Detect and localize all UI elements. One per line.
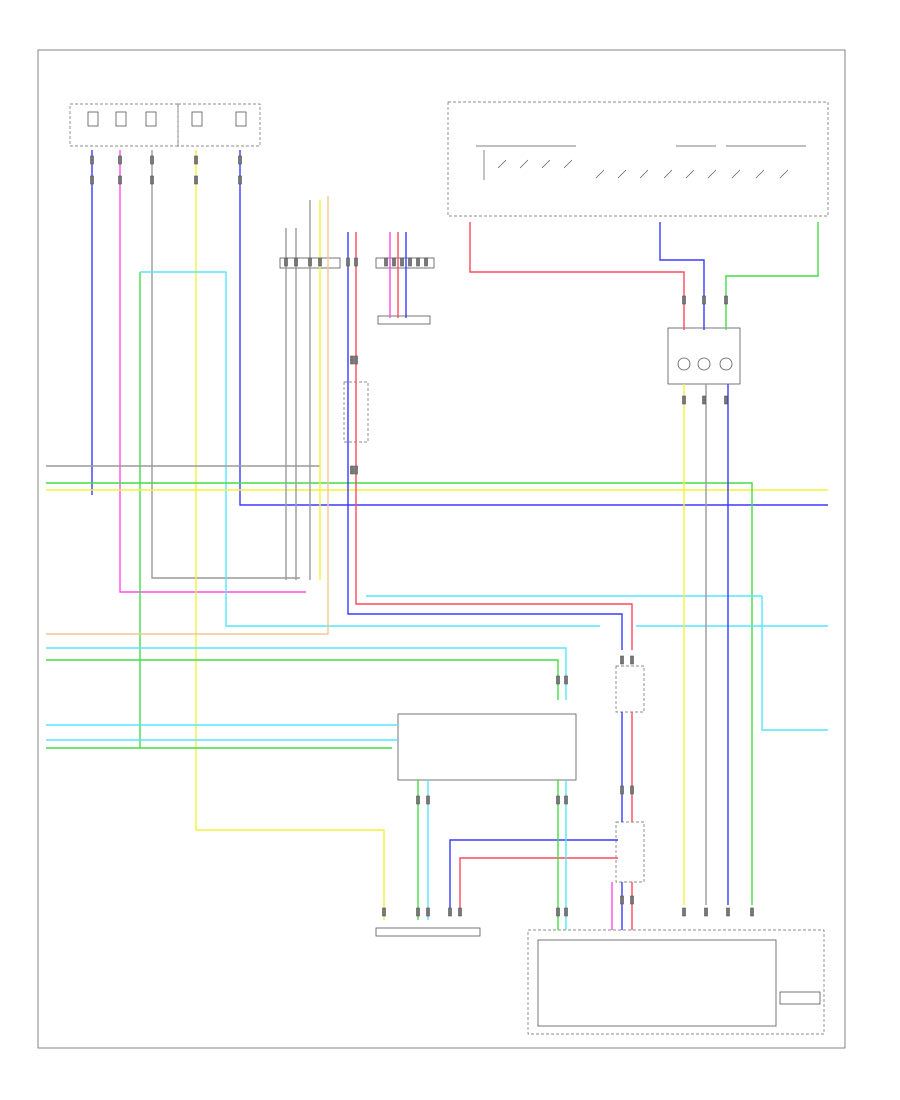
connector-tick xyxy=(150,175,154,185)
connector-tick xyxy=(416,907,420,917)
wire-blue-main xyxy=(239,150,828,506)
lower-harness-connector xyxy=(615,821,645,883)
connector-tick xyxy=(392,257,396,267)
connector-tick xyxy=(564,907,568,917)
connector-tick xyxy=(724,395,728,405)
connector-tick xyxy=(426,907,430,917)
connector-tick xyxy=(194,175,198,185)
connector-tick xyxy=(382,907,386,917)
connector-tick xyxy=(90,175,94,185)
connector-tick xyxy=(238,175,242,185)
data-link-connector xyxy=(375,927,481,937)
fuse-block-left xyxy=(69,103,179,147)
connector-tick xyxy=(630,785,634,795)
combination-meter xyxy=(527,929,825,1035)
connector-tick xyxy=(238,155,242,165)
connector-tick xyxy=(556,675,560,685)
wire-gray-left xyxy=(151,150,300,579)
wire-red-joint xyxy=(355,232,633,650)
connector-tick xyxy=(630,895,634,905)
connector-tick xyxy=(318,257,322,267)
connector-tick xyxy=(424,257,428,267)
connector-tick xyxy=(750,907,754,917)
connector-tick xyxy=(556,907,560,917)
connector-tick xyxy=(416,795,420,805)
wires xyxy=(46,150,828,930)
connector-tick xyxy=(416,257,420,267)
connector-tick xyxy=(448,907,452,917)
connector-tick xyxy=(400,257,404,267)
wire-green-steer xyxy=(725,222,819,330)
connector-tick xyxy=(294,257,298,267)
steering-switch xyxy=(447,101,829,217)
connector-tick xyxy=(556,795,560,805)
connector-tick xyxy=(118,175,122,185)
connector-tick xyxy=(564,675,568,685)
connector-tick xyxy=(630,655,634,665)
wire-green-loop xyxy=(139,272,392,749)
connector-tick xyxy=(308,257,312,267)
combination-meter-sub xyxy=(779,991,821,1005)
connector-tick xyxy=(702,295,706,305)
connector-tick xyxy=(458,907,462,917)
connector-tick xyxy=(724,295,728,305)
wire-lightblue-loop xyxy=(140,271,600,627)
connector-tick xyxy=(284,257,288,267)
connector-tick xyxy=(354,257,358,267)
connector-tick xyxy=(350,465,354,475)
connector-tick xyxy=(90,155,94,165)
connector-ticks xyxy=(90,155,754,917)
connector-tick xyxy=(118,155,122,165)
wire-tan-bus xyxy=(46,275,329,635)
control-unit xyxy=(397,713,577,781)
connector-tick xyxy=(354,465,358,475)
connector-tick xyxy=(682,395,686,405)
connector-tick xyxy=(620,895,624,905)
connector-tick xyxy=(150,155,154,165)
wire-blue-dlc xyxy=(449,839,618,916)
connector-tick xyxy=(354,355,358,365)
connector-tick xyxy=(564,795,568,805)
wire-blue-joint xyxy=(347,232,623,650)
wire-lightblue-mid1 xyxy=(46,647,567,700)
connector-tick xyxy=(726,907,730,917)
connector-tick xyxy=(682,295,686,305)
wire-red-steer xyxy=(469,222,685,330)
combination-meter-connector xyxy=(667,327,741,385)
connector-tick xyxy=(194,155,198,165)
connector-tick xyxy=(408,257,412,267)
harness-connector-1 xyxy=(377,315,431,325)
connector-tick xyxy=(384,257,388,267)
connector-tick xyxy=(702,395,706,405)
wire-lightblue-right xyxy=(761,596,828,731)
page-frame xyxy=(37,49,846,1049)
connector-tick xyxy=(620,655,624,665)
connector-tick xyxy=(704,907,708,917)
harness-connector-2 xyxy=(615,665,645,713)
wire-green-bus xyxy=(46,482,753,905)
wire-blue-steer xyxy=(659,222,705,330)
fuse-block-right xyxy=(177,103,261,147)
connector-tick xyxy=(620,785,624,795)
wire-green-mid1 xyxy=(46,659,559,700)
connector-tick xyxy=(426,795,430,805)
wire-pink-left xyxy=(119,150,306,593)
wire-red-dlc xyxy=(459,857,618,916)
connector-tick xyxy=(346,257,350,267)
connector-tick xyxy=(682,907,686,917)
connector-tick xyxy=(350,355,354,365)
